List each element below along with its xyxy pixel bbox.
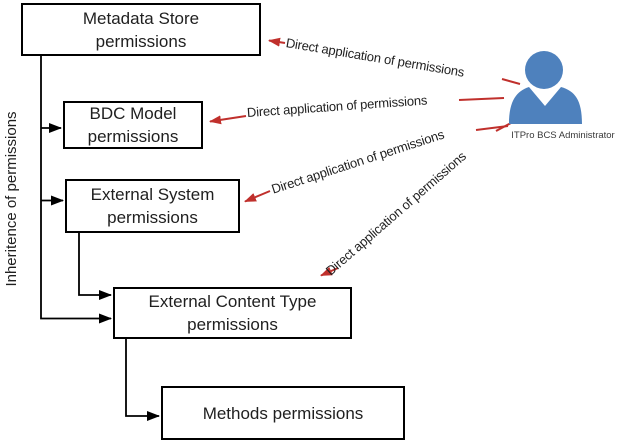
actor-label: ITPro BCS Administrator [511, 130, 615, 141]
inheritance-of-permissions-label: Inheritence of permissions [3, 111, 20, 287]
direct-line-from-actor-2 [458, 97, 505, 101]
box-metadata-store-permissions: Metadata Store permissions [21, 3, 261, 56]
direct-arrow-to-external-system [244, 190, 271, 203]
inheritance-connectors [40, 56, 160, 421]
box-external-system-label: External System permissions [90, 185, 215, 227]
box-bdc-model-permissions: BDC Model permissions [63, 101, 203, 149]
person-icon [509, 51, 582, 124]
direct-arrow-to-bdc-model [209, 115, 247, 125]
direct-arrow-to-metadata-store [268, 37, 286, 47]
box-metadata-store-label: Metadata Store permissions [82, 8, 200, 51]
direct-line-from-actor-4 [495, 122, 512, 132]
box-bdc-model-label: BDC Model permissions [87, 104, 179, 146]
arrow-external-content-type-to-methods [125, 339, 160, 421]
box-methods-label: Methods permissions [202, 403, 364, 423]
box-methods-permissions: Methods permissions [161, 386, 405, 440]
person-body [509, 87, 582, 124]
direct-application-connectors [209, 37, 521, 277]
arrow-external-system-to-external-content-type [78, 233, 112, 300]
direct-line-from-actor-1 [501, 78, 521, 85]
box-external-system-permissions: External System permissions [65, 179, 240, 233]
box-external-content-type-permissions: External Content Type permissions [113, 287, 352, 339]
person-head [525, 51, 563, 89]
inheritance-trunk-to-external-content-type [40, 56, 112, 324]
direct-arrow-to-external-content-type [320, 266, 339, 277]
box-external-content-type-label: External Content Type permissions [148, 292, 317, 334]
